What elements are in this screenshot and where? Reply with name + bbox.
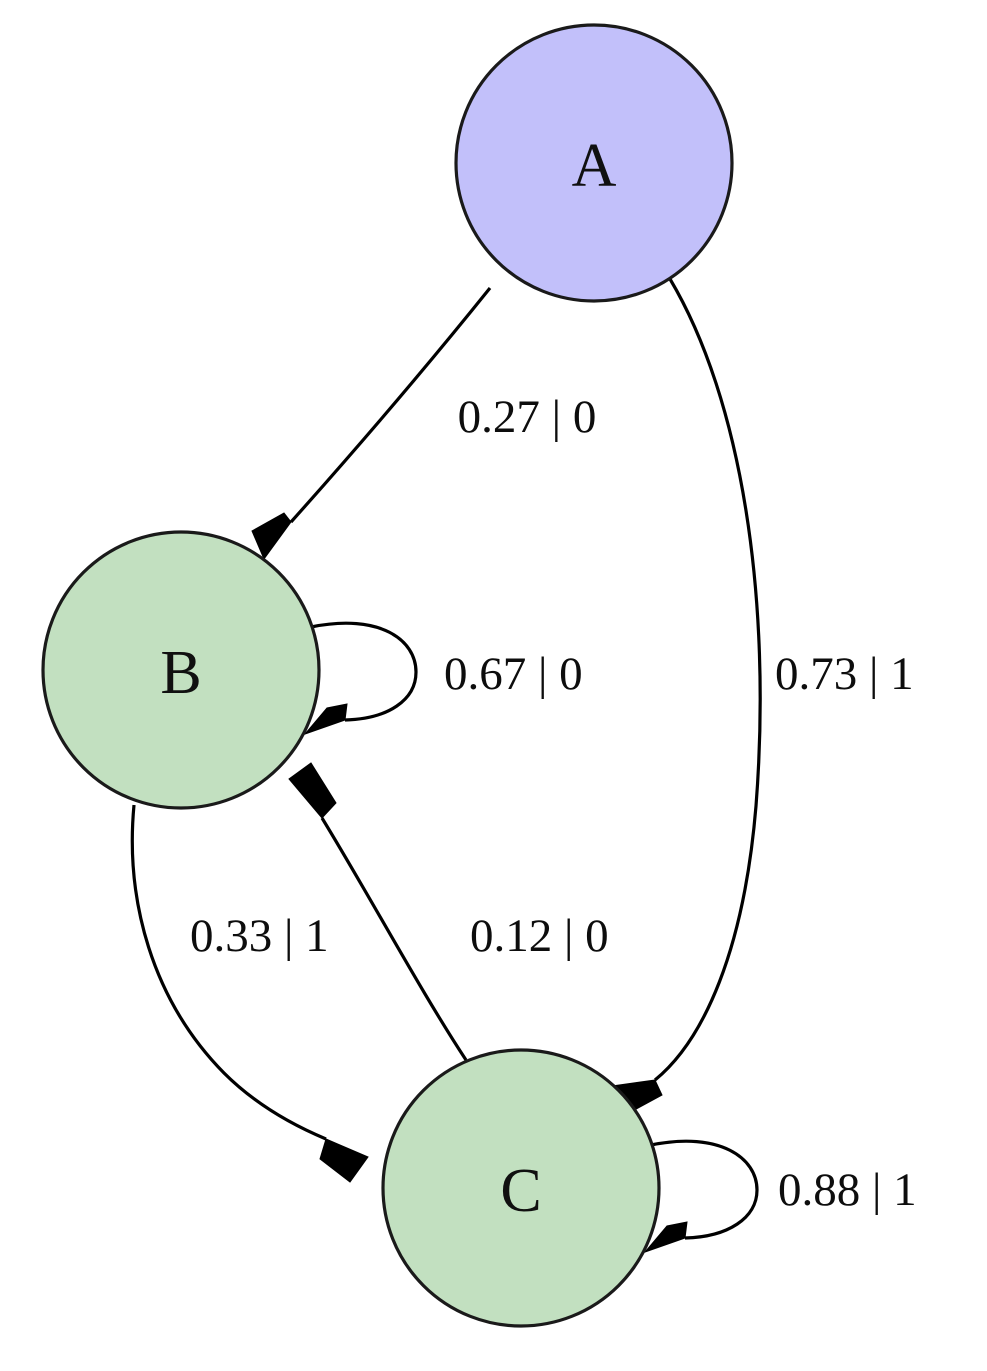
edge-c-to-b-path: [320, 817, 468, 1061]
edge-label-c-to-c: 0.88 | 1: [778, 1164, 917, 1216]
edge-b-to-b-path: [310, 621, 418, 722]
edge-c-to-c-path: [650, 1139, 759, 1240]
node-layer: A B C: [41, 23, 734, 1328]
edge-a-to-b-arrowhead: [251, 512, 292, 561]
node-b[interactable]: B: [41, 530, 321, 810]
node-c-circle: [381, 1048, 661, 1328]
edge-label-a-to-b: 0.27 | 0: [458, 391, 597, 443]
edge-b-to-b-arrowhead: [303, 703, 348, 736]
node-a-circle: [454, 23, 734, 303]
node-a-label: A: [572, 132, 617, 200]
edge-label-layer: 0.27 | 0 0.73 | 1 0.67 | 0 0.33 | 1 0.12…: [190, 391, 917, 1216]
node-c-label: C: [500, 1157, 541, 1225]
node-b-label: B: [160, 639, 201, 707]
edge-c-to-b-arrowhead: [288, 762, 337, 819]
edge-a-to-c-path: [653, 278, 762, 1082]
edge-label-b-to-b: 0.67 | 0: [444, 648, 583, 700]
node-a[interactable]: A: [454, 23, 734, 303]
node-b-circle: [41, 530, 321, 810]
edge-b-to-b[interactable]: [303, 621, 418, 736]
edge-label-b-to-c: 0.33 | 1: [190, 910, 329, 962]
edge-c-to-c-arrowhead: [643, 1221, 688, 1254]
edge-c-to-c[interactable]: [643, 1139, 759, 1254]
edge-a-to-b-path: [289, 286, 492, 524]
node-c[interactable]: C: [381, 1048, 661, 1328]
edge-label-c-to-b: 0.12 | 0: [470, 910, 609, 962]
edge-b-to-c-arrowhead: [319, 1138, 369, 1183]
edge-a-to-b[interactable]: [251, 286, 492, 561]
edge-label-a-to-c: 0.73 | 1: [775, 648, 914, 700]
edge-b-to-c[interactable]: [130, 804, 369, 1183]
edge-a-to-c[interactable]: [611, 278, 762, 1114]
edge-b-to-c-path: [130, 804, 327, 1141]
edge-c-to-b[interactable]: [288, 762, 468, 1061]
